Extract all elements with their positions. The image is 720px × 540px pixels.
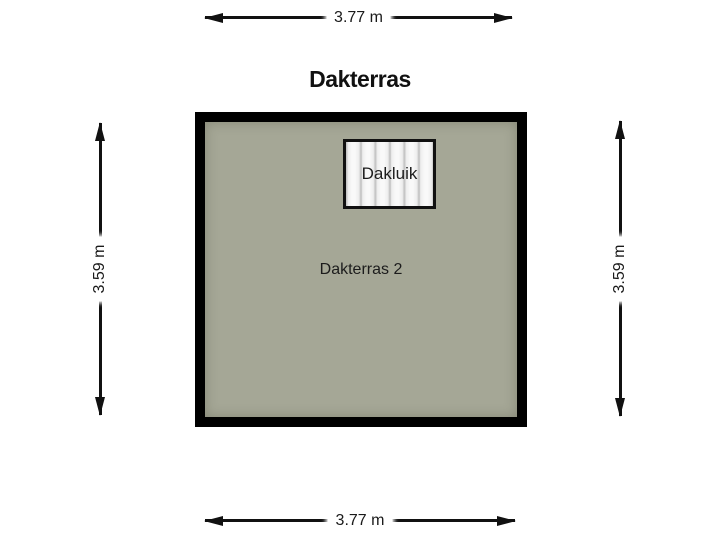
- plan-title: Dakterras: [309, 66, 411, 92]
- arrowhead-right-icon: [497, 515, 516, 526]
- dimension-bottom-label: 3.77 m: [327, 510, 393, 531]
- dakluik-label: Dakluik: [361, 164, 418, 183]
- arrowhead-left-icon: [204, 515, 223, 526]
- dakluik-hatch: Dakluik: [343, 139, 436, 209]
- dimension-bottom-arrow-line: 3.77 m: [204, 510, 516, 531]
- dimension-right-arrow-line: 3.59 m: [610, 120, 630, 417]
- arrowhead-right-icon: [494, 12, 513, 23]
- arrowhead-up-icon: [95, 122, 105, 141]
- arrowhead-down-icon: [615, 398, 625, 417]
- arrowhead-down-icon: [95, 397, 105, 416]
- dimension-left-label: 3.59 m: [90, 236, 110, 302]
- arrowhead-up-icon: [615, 120, 625, 139]
- dimension-right-label: 3.59 m: [610, 236, 630, 301]
- dimension-left-arrow-line: 3.59 m: [90, 122, 110, 416]
- arrowhead-left-icon: [204, 12, 223, 23]
- dimension-top-label: 3.77 m: [326, 7, 391, 28]
- room-name-label: Dakterras 2: [319, 261, 403, 278]
- dimension-top-arrow-line: 3.77 m: [204, 7, 513, 28]
